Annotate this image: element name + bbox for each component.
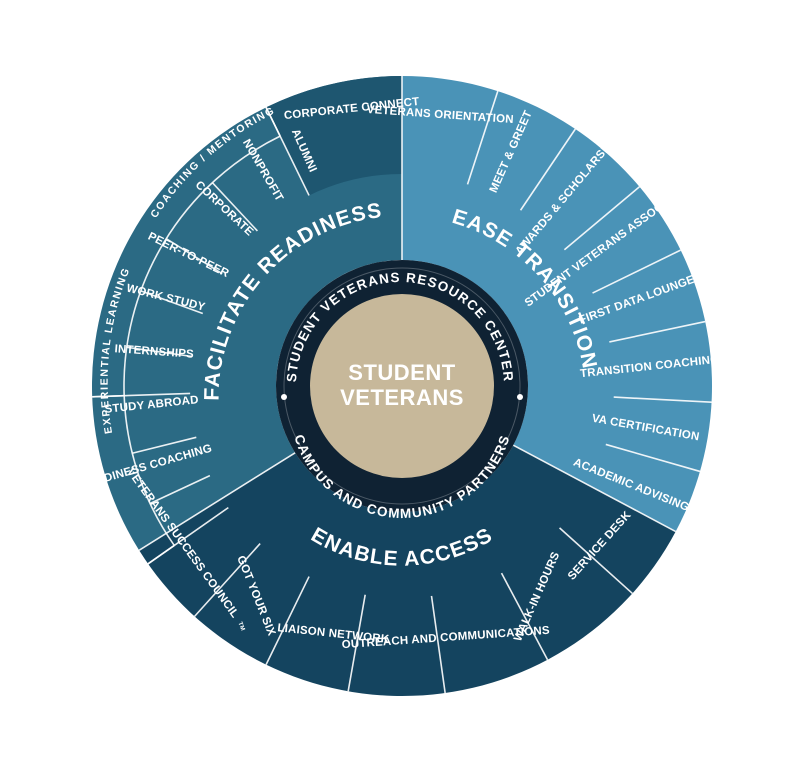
internships-label: INTERNSHIPS: [114, 343, 194, 361]
ease-divider-0: [466, 90, 499, 185]
ease-divider-6: [605, 443, 701, 473]
enable-divider-3: [347, 594, 366, 692]
enable-divider-0: [559, 527, 633, 595]
enable-divider-5: [193, 543, 261, 617]
enable-divider-2: [430, 595, 446, 694]
ease-divider-5: [613, 396, 712, 404]
ease-divider-2: [563, 186, 640, 251]
center-label-line2: VETERANS: [340, 385, 464, 410]
center-label-line1: STUDENT: [348, 360, 455, 385]
ease-divider-4: [609, 320, 706, 343]
facilitate-divider-2: [165, 238, 223, 275]
separator-ease-enable: [512, 444, 677, 533]
ease-divider-3: [592, 249, 681, 294]
separator-enable-facilitate: [138, 452, 296, 551]
facilitate-divider-4: [126, 346, 193, 358]
center-disc: [310, 294, 494, 478]
facilitate-divider-1: [211, 182, 259, 232]
ring-dot-right: [517, 394, 523, 400]
band-divider-coaching-experiential: [92, 394, 125, 398]
facilitate-divider-3: [140, 290, 204, 315]
facilitate-divider-6: [132, 436, 197, 455]
enable-access-sector: [139, 445, 676, 696]
enable-divider-1: [500, 572, 549, 661]
enable-divider-4: [265, 576, 310, 665]
ease-divider-1: [519, 128, 577, 211]
facilitate-divider-7: [149, 474, 211, 505]
corporate-connect-cell: [266, 76, 402, 196]
band-divider-experiential-readiness: [147, 544, 175, 565]
facilitate-readiness-sector: [91, 76, 402, 551]
got-your-six-tm-mark: TM: [236, 621, 245, 632]
coaching-band-boundary: [123, 135, 281, 396]
resource-center-ring-inner-line: [283, 267, 521, 505]
ring-dot-left: [281, 394, 287, 400]
band-divider-coaching-corporate-connect: [265, 107, 281, 137]
experiential-band-boundary: [123, 395, 175, 546]
sector-separators: [92, 76, 712, 694]
